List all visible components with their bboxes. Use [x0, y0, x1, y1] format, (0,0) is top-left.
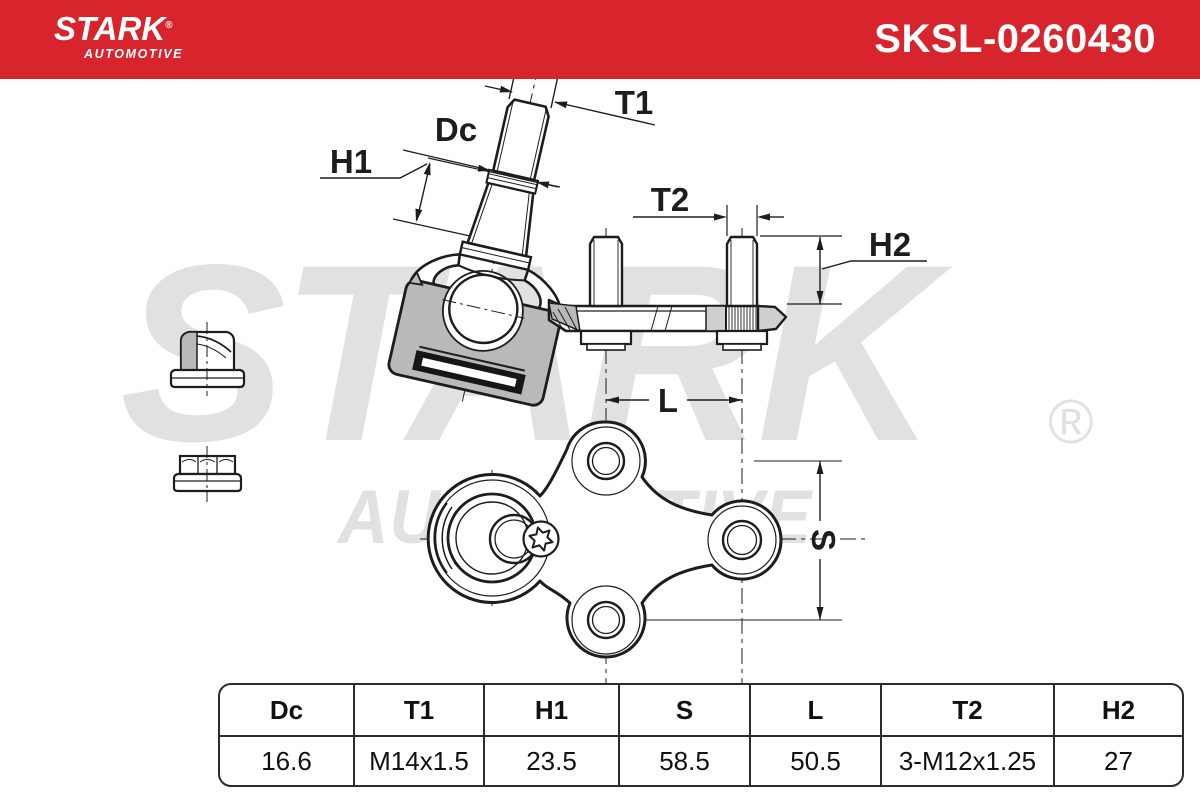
table-header-cell: L — [749, 685, 881, 737]
cap-flange-nut — [169, 322, 246, 396]
bolt-hole-right — [721, 519, 763, 561]
stud-right — [725, 235, 759, 308]
bolt-hole-top — [586, 441, 626, 481]
hex-flange-nut — [172, 446, 243, 502]
spec-table: Dc T1 H1 S L T2 H2 16.6 M14x1.5 23.5 58.… — [218, 683, 1184, 787]
table-header-cell: S — [618, 685, 750, 737]
arm-tip — [756, 304, 788, 333]
table-value-cell: 23.5 — [483, 736, 619, 785]
dimension-label-t1: T1 — [615, 84, 654, 121]
brand-subtitle: AUTOMOTIVE — [84, 47, 184, 61]
table-value-row: 16.6 M14x1.5 23.5 58.5 50.5 3-M12x1.25 2… — [220, 736, 1182, 785]
dimension-label-h2: H2 — [869, 226, 911, 263]
table-header-cell: Dc — [220, 685, 354, 737]
table-value-cell: 50.5 — [749, 736, 881, 785]
dimension-label-t2: T2 — [651, 181, 690, 218]
table-value-cell: 27 — [1053, 736, 1182, 785]
table-header-cell: H2 — [1053, 685, 1182, 737]
ball-joint-plan-view — [426, 420, 783, 659]
bolt-hole-bottom — [586, 600, 626, 640]
ball-joint-side-view — [387, 64, 788, 407]
brand-name: STARK® — [54, 12, 183, 45]
brand-logo: STARK® AUTOMOTIVE — [54, 12, 183, 61]
table-value-cell: 3-M12x1.25 — [880, 736, 1054, 785]
brand-text: STARK — [54, 10, 166, 47]
torx-screw-icon — [528, 526, 554, 552]
table-header-row: Dc T1 H1 S L T2 H2 — [220, 685, 1182, 737]
dimension-label-dc: Dc — [435, 111, 477, 148]
stud-middle — [588, 235, 624, 308]
watermark-registered-icon: ® — [1048, 388, 1094, 457]
dimension-label-h1: H1 — [330, 143, 372, 180]
table-header-cell: T1 — [353, 685, 484, 737]
header-bar: STARK® AUTOMOTIVE SKSL-0260430 — [0, 0, 1200, 79]
part-number: SKSL-0260430 — [874, 17, 1156, 61]
table-value-cell: 58.5 — [618, 736, 750, 785]
table-header-cell: H1 — [483, 685, 619, 737]
table-header-cell: T2 — [880, 685, 1054, 737]
dimension-label-s: S — [805, 529, 842, 551]
plan-outline — [426, 420, 783, 659]
dimension-label-l: L — [658, 382, 678, 419]
stud-thread — [491, 98, 550, 182]
registered-icon: ® — [165, 20, 173, 31]
table-value-cell: 16.6 — [261, 745, 312, 776]
table-value-cell: M14x1.5 — [353, 736, 484, 785]
